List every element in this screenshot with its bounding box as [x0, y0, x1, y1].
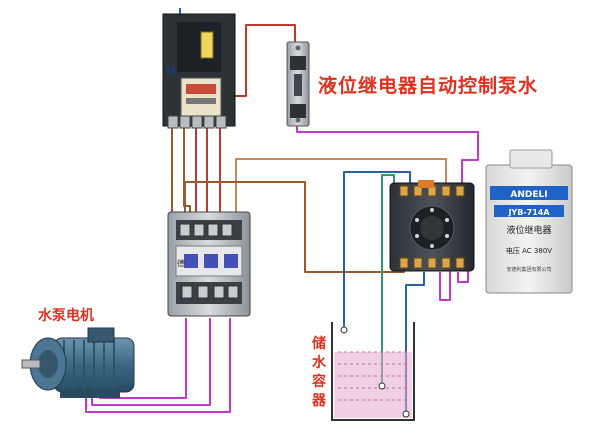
wire-red-2: [206, 128, 212, 219]
wire-orange-contactor-to-relay: [235, 158, 447, 224]
relay-voltage: 电压 AC 380V: [506, 246, 552, 255]
wire-red-breaker-to-switch: [232, 24, 296, 97]
pump-motor: [21, 327, 135, 398]
diagram-title: 液位继电器自动控制泵水: [318, 74, 538, 97]
liquid-level-relay: ANDELI JYB-714A 液位继电器 电压 AC 380V 安德利集团有限…: [485, 149, 573, 294]
wire-motor-3: [85, 318, 231, 413]
relay-name: 液位继电器: [506, 224, 551, 236]
relay-socket: [389, 180, 475, 272]
relay-model: JYB-714A: [507, 208, 550, 217]
tank-label-char-3: 容: [311, 373, 326, 390]
tank-label-char-1: 储: [311, 335, 326, 352]
wire-purple-relay-output: [439, 260, 451, 301]
single-pole-switch: [286, 41, 310, 127]
motor-label: 水泵电机: [38, 307, 94, 324]
circuit-breaker: [162, 13, 236, 129]
wire-purple-switch-to-relay: [296, 125, 479, 185]
wire-red-1: [195, 128, 200, 219]
water-tank: [331, 322, 415, 421]
relay-maker: 安德利集团有限公司: [506, 266, 551, 273]
wire-purple-relay-output-2: [457, 262, 469, 283]
neutral-label: N: [166, 64, 175, 77]
wire-blue-probe-bottom: [405, 272, 425, 415]
wire-motor-2: [91, 318, 211, 406]
tank-label-char-4: 器: [311, 393, 327, 409]
wires: [85, 8, 479, 415]
contactor: 德: [167, 211, 251, 317]
tank-label-char-2: 水: [312, 354, 327, 371]
relay-brand: ANDELI: [510, 190, 547, 200]
contactor-badge: 德: [177, 258, 185, 268]
wire-blue-probe-short: [343, 171, 411, 328]
tank-label: 储 水 容 器: [311, 335, 327, 409]
